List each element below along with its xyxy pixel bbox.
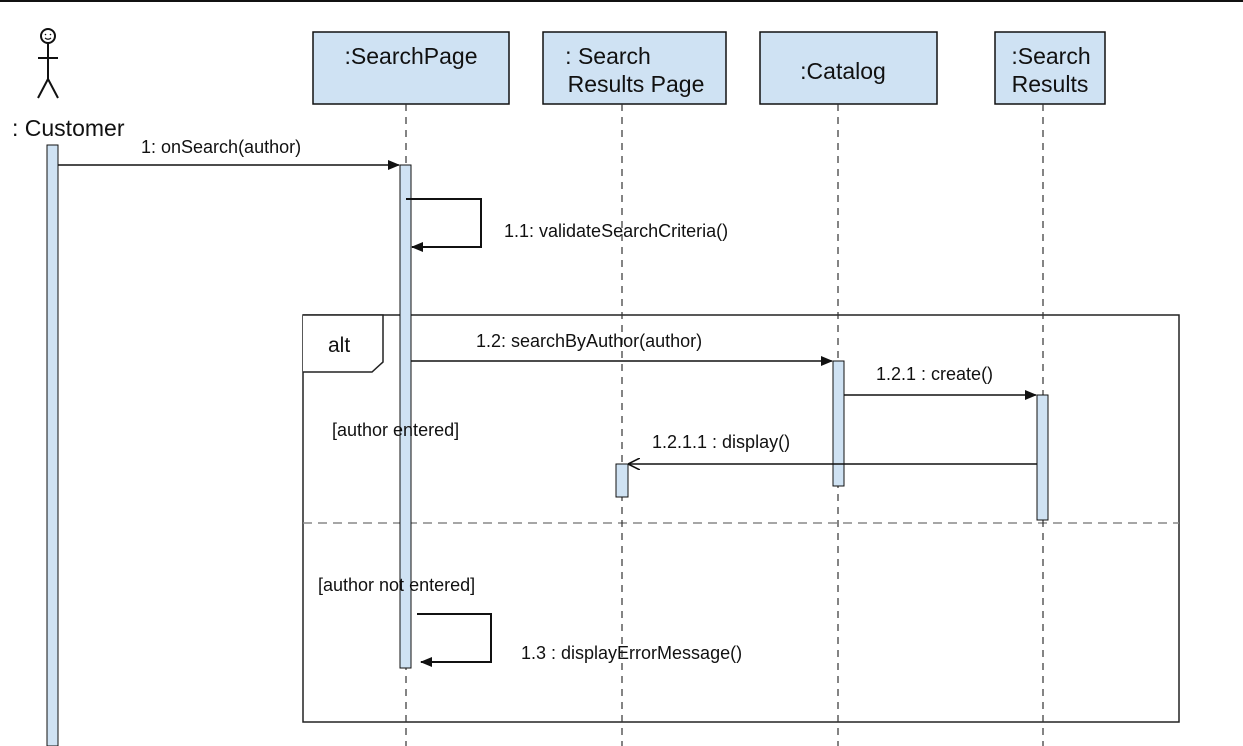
lifeline-label-search-results-line1: :Search [1011,43,1090,69]
activation-search-results [1036,394,1049,521]
activation-search-page [399,164,412,669]
lifeline-head-search-results [994,31,1106,105]
lifeline-head-search-results-page [542,31,727,105]
message-1: 1: onSearch(author) [58,137,400,170]
lifeline-label-search-results-page-line2: Results Page [568,71,705,97]
lifeline-catalog: :Catalog [759,31,938,746]
alt-fragment-tab [303,314,384,373]
message-1-2-1-1-label: 1.2.1.1 : display() [652,432,790,452]
lifeline-label-search-results-line2: Results [1012,71,1089,97]
message-1-3-label: 1.3 : displayErrorMessage() [521,643,742,663]
message-1-1: 1.1: validateSearchCriteria() [406,198,728,252]
message-1-2-1: 1.2.1 : create() [844,364,1037,400]
activation-search-results-page [615,463,629,498]
lifeline-search-results-page: : Search Results Page [542,31,727,746]
message-1-label: 1: onSearch(author) [141,137,301,157]
message-1-1-label: 1.1: validateSearchCriteria() [504,221,728,241]
alt-fragment-frame [302,314,1180,723]
activation-customer [46,144,59,746]
lifeline-label-catalog: :Catalog [800,58,886,84]
message-1-3: 1.3 : displayErrorMessage() [417,613,742,667]
actor-customer: : Customer [12,28,125,746]
actor-label: : Customer [12,115,125,141]
message-1-2-label: 1.2: searchByAuthor(author) [476,331,702,351]
lifeline-search-results: :Search Results [994,31,1106,746]
message-1-2: 1.2: searchByAuthor(author) [411,331,833,366]
guard-author-not-entered: [author not entered] [318,575,475,595]
alt-fragment: alt [302,314,1180,723]
guard-author-entered: [author entered] [332,420,459,440]
lifeline-head-search-page [312,31,510,105]
message-1-3-arrow [417,613,492,667]
activation-catalog [832,360,845,487]
stick-figure-icon [37,28,59,99]
message-1-2-1-1: 1.2.1.1 : display() [629,432,1037,464]
alt-operator-label: alt [328,334,350,357]
lifeline-head-catalog [759,31,938,105]
lifeline-label-search-results-page-line1: : Search [565,43,651,69]
lifeline-label-search-page: :SearchPage [345,43,478,69]
message-1-1-arrow [406,198,482,252]
message-1-2-1-label: 1.2.1 : create() [876,364,993,384]
